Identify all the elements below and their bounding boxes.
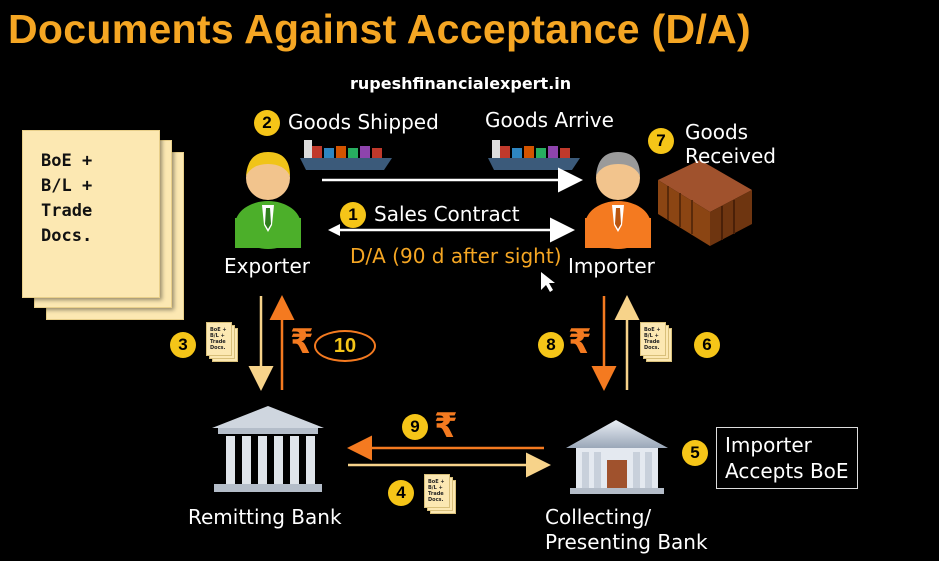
rupee-icon: ₹ — [568, 322, 592, 362]
mini-doc-line: B/L + — [644, 333, 659, 339]
goods-arrive-label: Goods Arrive — [485, 108, 614, 132]
mini-doc-line: Docs. — [210, 345, 226, 351]
mini-doc-line: Docs. — [428, 497, 444, 503]
exporter-label: Exporter — [224, 254, 310, 278]
mini-doc-line: B/L + — [210, 333, 225, 339]
document-line: Trade — [41, 201, 93, 221]
mini-doc-line: Trade — [428, 491, 444, 497]
arrow-head — [328, 224, 340, 236]
step-badge: 3 — [170, 332, 196, 358]
rupee-icon: ₹ — [290, 322, 314, 362]
step-badge: 5 — [682, 440, 708, 466]
collecting-bank-label-2: Presenting Bank — [545, 530, 708, 554]
ship-icon — [300, 140, 392, 170]
importer-icon — [585, 152, 651, 249]
step-badge: 9 — [402, 414, 428, 440]
ship-icon — [488, 140, 580, 170]
mini-doc-line: BoE + — [644, 327, 661, 333]
importer-accepts-box: Importer Accepts BoE — [716, 427, 858, 489]
document-line: Docs. — [41, 226, 93, 246]
document-line: B/L + — [41, 176, 93, 196]
mini-doc-line: Trade — [644, 339, 660, 345]
mini-doc-line: BoE + — [210, 327, 227, 333]
step-badge: 8 — [538, 332, 564, 358]
goods-received-label-2: Received — [685, 144, 776, 168]
step-badge: 2 — [254, 110, 280, 136]
documents-stack: BoE + B/L + Trade Docs. — [22, 130, 192, 320]
website-label: rupeshfinancialexpert.in — [350, 74, 572, 93]
step-badge: 10 — [314, 330, 376, 362]
mini-doc-line: Trade — [210, 339, 226, 345]
collecting-bank-icon — [566, 420, 668, 494]
importer-accepts-line: Accepts BoE — [725, 459, 849, 483]
remitting-bank-label: Remitting Bank — [188, 505, 342, 529]
page-title: Documents Against Acceptance (D/A) — [8, 6, 752, 52]
mini-doc-line: B/L + — [428, 485, 443, 491]
mini-doc-line: BoE + — [428, 479, 445, 485]
container-icon — [658, 160, 752, 246]
goods-shipped-label: Goods Shipped — [288, 110, 439, 134]
document-line: BoE + — [41, 151, 93, 171]
collecting-bank-label-1: Collecting/ — [545, 505, 652, 529]
step-badge: 6 — [694, 332, 720, 358]
step-badge: 4 — [388, 480, 414, 506]
sales-contract-label: Sales Contract — [374, 202, 520, 226]
importer-accepts-line: Importer — [725, 433, 812, 457]
documents-text: BoE + B/L + Trade Docs. — [41, 149, 92, 249]
mini-doc-line: Docs. — [644, 345, 660, 351]
remitting-bank-icon — [212, 406, 324, 492]
step-badge: 1 — [340, 202, 366, 228]
step-badge: 7 — [648, 128, 674, 154]
rupee-icon: ₹ — [434, 406, 458, 446]
goods-received-label-1: Goods — [685, 120, 749, 144]
terms-label: D/A (90 d after sight) — [350, 244, 562, 268]
exporter-icon — [235, 152, 301, 249]
importer-label: Importer — [568, 254, 655, 278]
cursor-icon — [541, 272, 555, 292]
